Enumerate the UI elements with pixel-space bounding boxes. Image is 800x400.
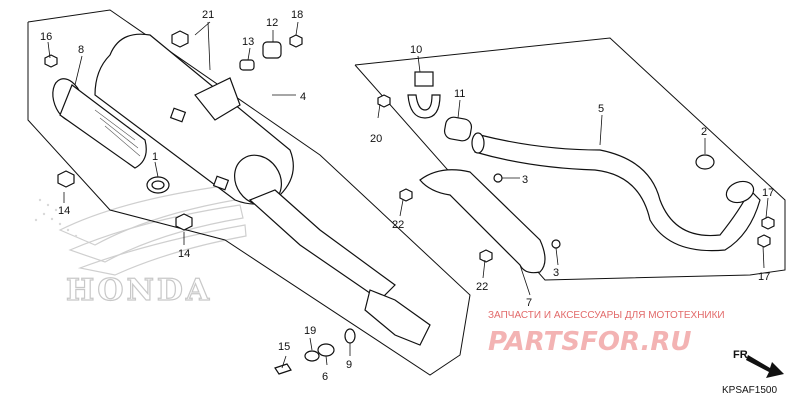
callout-13: 13	[242, 36, 254, 48]
honda-logo-text: HONDA	[66, 273, 212, 308]
callout-1: 1	[152, 151, 158, 163]
callout-14b: 14	[178, 248, 190, 260]
callout-9: 9	[346, 359, 352, 371]
honda-wing-logo	[34, 184, 247, 276]
diagram-code: KPSAF1500	[722, 385, 777, 396]
callout-labels: 16 8 21 12 18 13 4 1 14 14 15 19 6 9 10 …	[40, 9, 774, 383]
muffler-body	[94, 33, 431, 346]
gasket-2	[695, 154, 715, 170]
callout-4: 4	[300, 91, 306, 103]
muffler-small-parts	[44, 30, 356, 375]
front-direction-arrow	[746, 355, 784, 378]
callout-17b: 17	[758, 271, 770, 283]
callout-3b: 3	[553, 267, 559, 279]
callout-19: 19	[304, 325, 316, 337]
exhaust-pipe	[471, 132, 761, 252]
callout-22b: 22	[476, 281, 488, 293]
callout-14a: 14	[58, 205, 70, 217]
muffler-group-outline	[27, 9, 471, 376]
callout-16: 16	[40, 31, 52, 43]
leader-lines	[47, 21, 769, 369]
callout-12: 12	[266, 17, 278, 29]
callout-10: 10	[410, 44, 422, 56]
callout-11: 11	[454, 88, 465, 100]
callout-20: 20	[370, 133, 382, 145]
watermark-subtitle: ЗАПЧАСТИ И АКСЕССУАРЫ ДЛЯ МОТОТЕХНИКИ	[488, 310, 725, 321]
spark-arrester	[52, 78, 147, 169]
callout-3a: 3	[522, 174, 528, 186]
joint-collar	[443, 116, 473, 142]
callout-18: 18	[291, 9, 303, 21]
callout-7: 7	[526, 297, 532, 309]
callout-21: 21	[202, 9, 214, 21]
pipe-clamp	[407, 94, 441, 119]
callout-6: 6	[322, 371, 328, 383]
callout-17a: 17	[762, 187, 774, 199]
pipe-group-outline	[354, 37, 786, 281]
front-direction-label: FR.	[733, 349, 751, 361]
callout-22a: 22	[392, 219, 404, 231]
watermark-site: PARTSFOR.RU	[488, 327, 691, 357]
callout-15: 15	[278, 341, 290, 353]
callout-8: 8	[78, 44, 84, 56]
pipe-protector	[419, 169, 546, 274]
callout-2: 2	[701, 126, 707, 138]
callout-5: 5	[598, 103, 604, 115]
